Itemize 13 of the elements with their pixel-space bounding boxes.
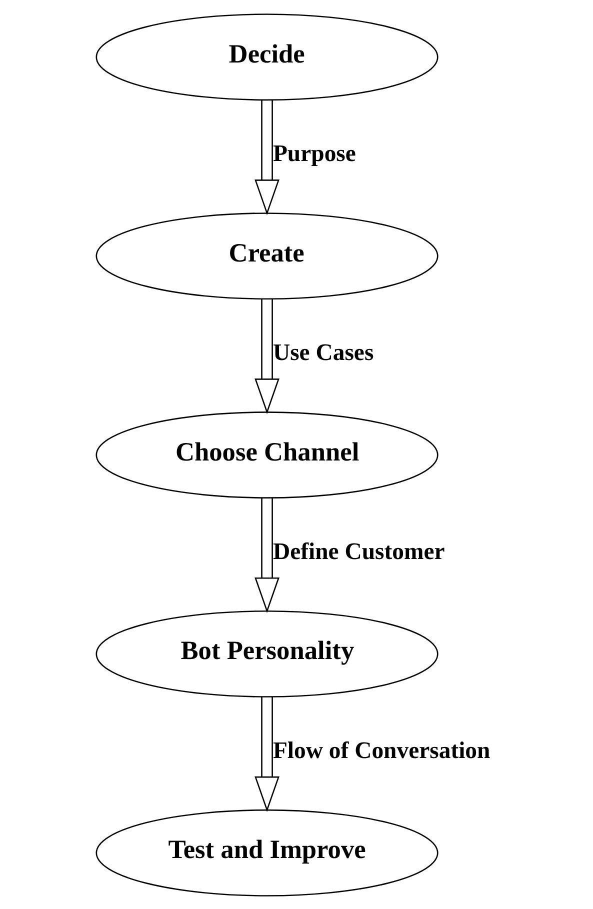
node-ellipse: Create (95, 212, 438, 300)
arrow (254, 298, 279, 414)
node-ellipse: Test and Improve (95, 808, 438, 896)
edge-label: Purpose (272, 140, 356, 167)
arrow (254, 696, 279, 812)
edge-label: Define Customer (272, 538, 444, 564)
edge-label: Use Cases (272, 340, 374, 366)
arrow (254, 497, 279, 613)
edge-label: Flow of Conversation (272, 737, 490, 764)
node-ellipse: Choose Channel (95, 411, 438, 498)
arrow (254, 100, 279, 215)
node-ellipse: Bot Personality (95, 610, 438, 697)
node-ellipse: Decide (95, 13, 438, 100)
